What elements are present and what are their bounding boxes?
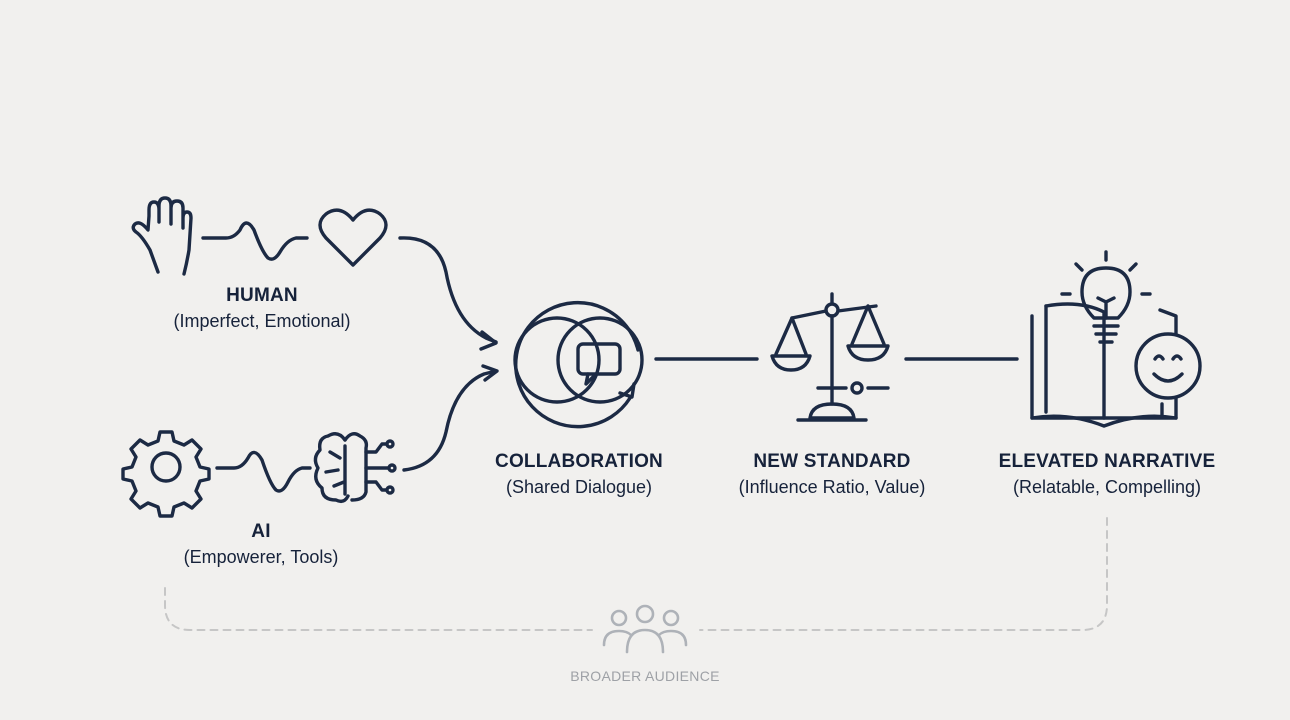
node-human: HUMAN (Imperfect, Emotional) [173, 285, 350, 332]
audience-loop-left [164, 587, 593, 631]
heart-icon [318, 208, 388, 267]
node-subtitle: (Influence Ratio, Value) [738, 477, 926, 497]
audience-loop-right [699, 517, 1108, 631]
node-new-standard: NEW STANDARD (Influence Ratio, Value) [739, 451, 926, 498]
node-title: COLLABORATION [495, 451, 663, 472]
circuit-brain-icon [313, 432, 397, 504]
people-group-icon [602, 604, 688, 654]
node-elevated-narrative: ELEVATED NARRATIVE (Relatable, Compellin… [999, 451, 1216, 498]
hand-icon [131, 196, 193, 276]
node-title: AI [251, 521, 271, 542]
human-to-collaboration-arrow [398, 236, 498, 351]
node-ai: AI (Empowerer, Tools) [184, 521, 339, 568]
wave-icon [215, 450, 312, 493]
node-subtitle: (Relatable, Compelling) [1012, 477, 1202, 497]
node-title: NEW STANDARD [753, 451, 911, 472]
node-subtitle: (Shared Dialogue) [505, 477, 653, 497]
node-title: ELEVATED NARRATIVE [998, 451, 1216, 472]
balance-scale-icon [770, 292, 890, 422]
ai-to-collaboration-arrow [402, 364, 499, 472]
node-collaboration: COLLABORATION (Shared Dialogue) [495, 451, 663, 498]
node-title: HUMAN [226, 285, 298, 306]
node-subtitle: (Empowerer, Tools) [183, 547, 339, 567]
audience-label: BROADER AUDIENCE [570, 668, 720, 684]
overlapping-circles-chat-icon [513, 300, 644, 429]
book-lightbulb-smiley-icon [1030, 250, 1202, 428]
node-subtitle: (Imperfect, Emotional) [173, 311, 351, 331]
wave-icon [201, 221, 309, 261]
gear-icon [121, 430, 211, 518]
